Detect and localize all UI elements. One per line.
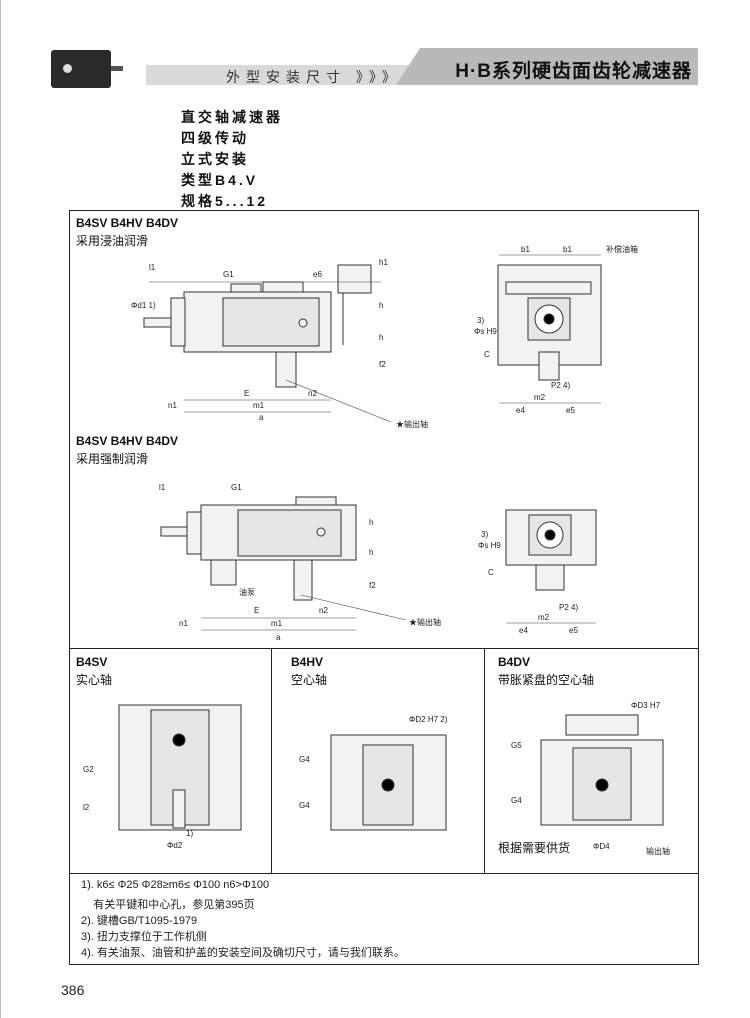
section-title: 外型安装尺寸 》》》 [226, 69, 402, 85]
compensation-tank-label: 补偿油箱 [606, 244, 638, 254]
drawing-frame [69, 210, 699, 965]
dim-label: a [276, 633, 281, 642]
subtitle-line: 四级传动 [181, 130, 249, 146]
dim-label: b1 [563, 245, 572, 254]
dim-label: G4 [299, 755, 310, 764]
panel1-models: B4SV B4HV B4DV [76, 216, 179, 230]
dim-label: e6 [313, 270, 322, 279]
dim-label: n2 [308, 389, 317, 398]
b4hv-top-view [330, 734, 447, 831]
dim-label: ΦD2 H7 2) [409, 715, 448, 724]
b4dv-top-view [540, 714, 664, 826]
dim-label: G2 [83, 765, 94, 774]
dim-label: m1 [271, 619, 283, 628]
note-ref: 3) [477, 316, 484, 325]
dim-label: e5 [566, 406, 575, 415]
dim-label: Φs H9 [474, 327, 497, 336]
dim-label: P2 4) [559, 603, 578, 612]
dim-label: G4 [299, 801, 310, 810]
dim-label: C [488, 568, 494, 577]
b4dv-supply-note: 根据需要供货 [498, 841, 571, 855]
side-view-dip-lubrication [143, 264, 372, 388]
panel1-lubrication: 采用浸油润滑 [76, 234, 149, 248]
output-shaft-label: 输出轴 [646, 846, 670, 856]
dim-label: h1 [379, 258, 388, 267]
dim-label: h [379, 301, 383, 310]
panel2-lubrication: 采用强制润滑 [76, 452, 149, 466]
b4sv-desc: 实心轴 [76, 673, 113, 687]
front-view-forced-lubrication [505, 509, 597, 591]
dim-label: G1 [223, 270, 234, 279]
dim-label: E [254, 606, 259, 615]
dim-label: e5 [569, 626, 578, 635]
panel2-models: B4SV B4HV B4DV [76, 434, 179, 448]
divider [271, 648, 272, 873]
dim-label: E [244, 389, 249, 398]
dim-label: ΦD3 H7 [631, 701, 661, 710]
dim-label: ΦD4 [593, 842, 610, 851]
dim-label: e4 [516, 406, 525, 415]
front-view-dip-lubrication [497, 264, 602, 381]
footnote: 1). k6≤ Φ25 Φ28≥m6≤ Φ100 n6>Φ100 [81, 879, 270, 891]
dim-label: h [369, 548, 373, 557]
dim-label: f2 [379, 360, 386, 369]
b4hv-desc: 空心轴 [291, 673, 328, 687]
dim-label: e4 [519, 626, 528, 635]
divider [69, 648, 699, 649]
note-ref: 1) [186, 829, 193, 838]
dim-label: Φs H9 [478, 541, 501, 550]
footnote: 4). 有关油泵、油管和护盖的安装空间及确切尺寸，请与我们联系。 [81, 947, 405, 959]
dim-label: b1 [521, 245, 530, 254]
dim-label: l1 [159, 483, 166, 492]
dim-label: l2 [83, 803, 90, 812]
reducer-photo [51, 50, 123, 88]
dim-label: Φd2 [167, 841, 183, 850]
dim-label: f2 [369, 581, 376, 590]
dim-label: C [484, 350, 490, 359]
footnote: 有关平键和中心孔，参见第395页 [81, 899, 255, 911]
output-shaft-label: ★输出轴 [409, 617, 441, 627]
b4dv-title: B4DV [498, 655, 531, 669]
dim-label: Φd1 1) [131, 301, 156, 310]
dim-label: G1 [231, 483, 242, 492]
subtitle-line: 立式安装 [181, 151, 249, 167]
divider [69, 873, 699, 874]
b4dv-desc: 带胀紧盘的空心轴 [498, 673, 595, 687]
dim-label: n2 [319, 606, 328, 615]
header-title-band [396, 48, 698, 85]
dim-label: m2 [538, 613, 550, 622]
subtitle-line: 直交轴减速器 [181, 109, 283, 125]
page-title: H·B系列硬齿面齿轮减速器 [455, 61, 692, 82]
dim-label: n1 [179, 619, 188, 628]
dim-label: m1 [253, 401, 265, 410]
divider [484, 648, 485, 873]
dim-label: a [259, 413, 264, 422]
output-shaft-label: ★输出轴 [396, 419, 428, 429]
b4sv-title: B4SV [76, 655, 108, 669]
oil-pump-label: 油泵 [239, 587, 255, 597]
page-number: 386 [61, 982, 85, 998]
dim-label: P2 4) [551, 381, 570, 390]
footnote: 2). 键槽GB/T1095-1979 [81, 915, 198, 927]
dim-label: m2 [534, 393, 546, 402]
b4sv-top-view [118, 704, 242, 831]
subtitle-line: 规格5...12 [181, 193, 269, 209]
footnote: 3). 扭力支撑位于工作机侧 [81, 931, 207, 943]
dim-label: n1 [168, 401, 177, 410]
dim-label: G4 [511, 796, 522, 805]
b4hv-title: B4HV [291, 655, 324, 669]
dim-label: h [369, 518, 373, 527]
note-ref: 3) [481, 530, 488, 539]
subtitle-line: 类型B4.V [181, 172, 259, 188]
side-view-forced-lubrication [160, 496, 357, 601]
dim-label: l1 [149, 263, 156, 272]
dim-label: h [379, 333, 383, 342]
dim-label: G5 [511, 741, 522, 750]
